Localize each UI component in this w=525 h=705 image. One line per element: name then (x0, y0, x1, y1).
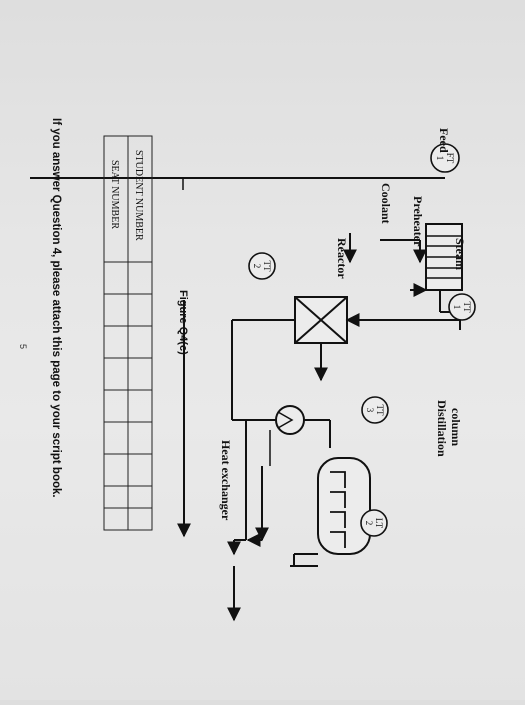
feed-label: Feed (437, 128, 451, 153)
steam-label: Steam (453, 238, 467, 270)
preheater-label: Preheater (411, 196, 425, 247)
tt2-bubble (248, 252, 276, 280)
ft1-bubble (430, 143, 460, 173)
distillation-label: Distillationcolumn (435, 400, 463, 457)
student-info-table (103, 135, 153, 531)
distillation-column (317, 457, 371, 555)
heat-exchanger (275, 405, 305, 435)
process-flow-diagram (30, 177, 463, 622)
student-number-label: STUDENT NUMBER (133, 150, 144, 241)
reactor-label: Reactor (335, 238, 349, 279)
tt1-bubble (448, 293, 476, 321)
heat-exchanger-label: Heat exchanger (219, 440, 233, 521)
seat-number-label: SEAT NUMBER (109, 160, 120, 229)
tt2-tag: TT2 (252, 261, 272, 272)
ft1-tag: FT1 (435, 153, 455, 164)
instrument-bubbles (248, 143, 476, 537)
figure-caption: Figure Q4(c) (177, 290, 189, 355)
page-number: 5 (18, 344, 28, 349)
attach-instruction: If you answer Question 4, please attach … (50, 118, 62, 498)
coolant-label: Coolant (379, 183, 393, 224)
lt2-bubble (360, 509, 388, 537)
tt3-bubble (361, 396, 389, 424)
tt1-tag: TT1 (452, 302, 472, 313)
tt3-tag: TT3 (365, 405, 385, 416)
lt2-tag: LT2 (364, 518, 384, 529)
